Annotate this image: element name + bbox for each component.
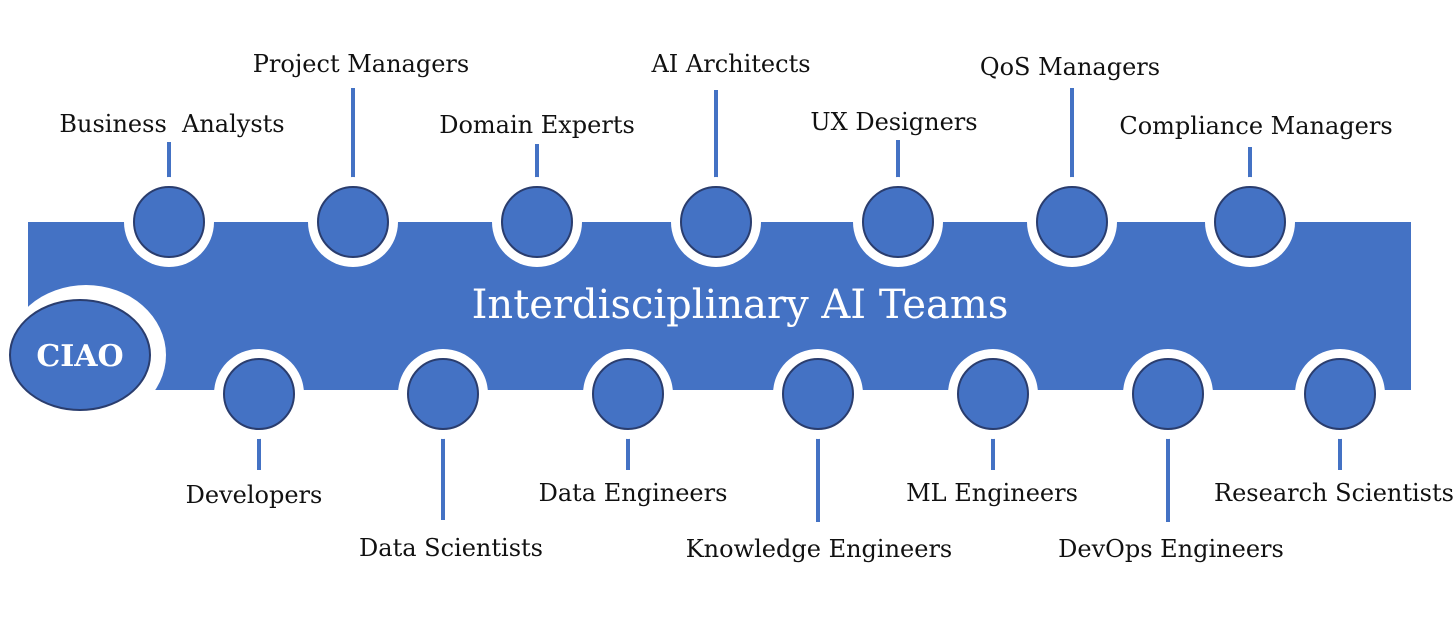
hub-node: [9, 299, 151, 411]
bottom-role-label-6: DevOps Engineers: [1058, 535, 1284, 563]
hub-label: CIAO: [36, 339, 123, 374]
top-role-label-6: QoS Managers: [980, 53, 1160, 81]
top-node-5: [862, 186, 934, 258]
role-nodes: [124, 177, 1385, 439]
bottom-node-6: [1132, 358, 1204, 430]
top-role-label-3: Domain Experts: [439, 111, 635, 139]
bottom-role-label-4: Knowledge Engineers: [686, 535, 952, 563]
top-role-label-4: AI Architects: [650, 50, 810, 78]
bottom-node-4: [782, 358, 854, 430]
bottom-node-1: [223, 358, 295, 430]
bottom-role-label-3: Data Engineers: [539, 479, 728, 507]
top-role-label-2: Project Managers: [253, 50, 469, 78]
top-node-3: [501, 186, 573, 258]
bottom-role-label-1: Developers: [186, 481, 323, 509]
bottom-role-label-5: ML Engineers: [906, 479, 1078, 507]
top-role-label-1: Business Analysts: [59, 110, 284, 138]
bottom-role-label-7: Research Scientists: [1214, 479, 1454, 507]
bottom-node-3: [592, 358, 664, 430]
bottom-node-7: [1304, 358, 1376, 430]
bottom-role-label-2: Data Scientists: [359, 534, 543, 562]
top-role-label-7: Compliance Managers: [1119, 112, 1392, 140]
top-role-label-5: UX Designers: [810, 108, 977, 136]
top-node-4: [680, 186, 752, 258]
top-node-6: [1036, 186, 1108, 258]
bottom-node-5: [957, 358, 1029, 430]
top-node-7: [1214, 186, 1286, 258]
top-node-2: [317, 186, 389, 258]
top-node-1: [133, 186, 205, 258]
diagram-title: Interdisciplinary AI Teams: [472, 282, 1009, 328]
bottom-node-2: [407, 358, 479, 430]
role-labels: Business Analysts Project ManagersDomain …: [59, 50, 1454, 563]
